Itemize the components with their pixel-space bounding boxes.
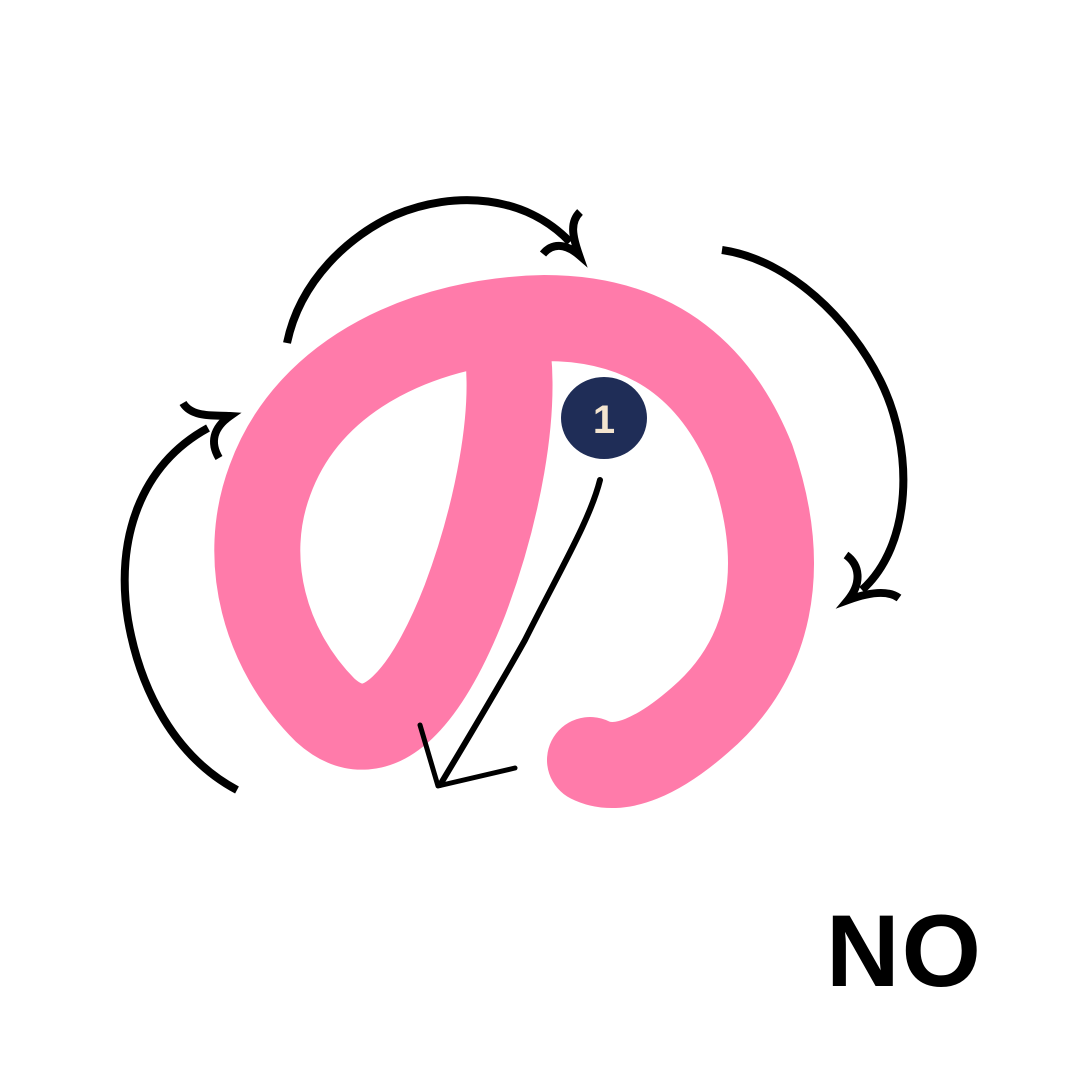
glyph-stroke-no <box>214 275 814 808</box>
step-badge-circle <box>561 377 647 459</box>
stroke-direction-head <box>417 722 518 789</box>
step-number-label: 1 <box>593 398 615 442</box>
left-arrowhead <box>179 400 242 461</box>
step-number-badge: 1 <box>561 377 647 459</box>
romaji-caption: NO <box>826 894 983 1008</box>
clockwise-arrows <box>120 196 908 794</box>
stroke-direction-arrow <box>417 477 603 789</box>
right-arrow <box>721 246 908 593</box>
stroke-direction-line <box>437 477 603 788</box>
top-left-arrow <box>283 196 573 344</box>
top-left-arrowhead <box>539 209 588 268</box>
left-arrow <box>120 424 239 794</box>
right-arrowhead <box>835 551 902 609</box>
